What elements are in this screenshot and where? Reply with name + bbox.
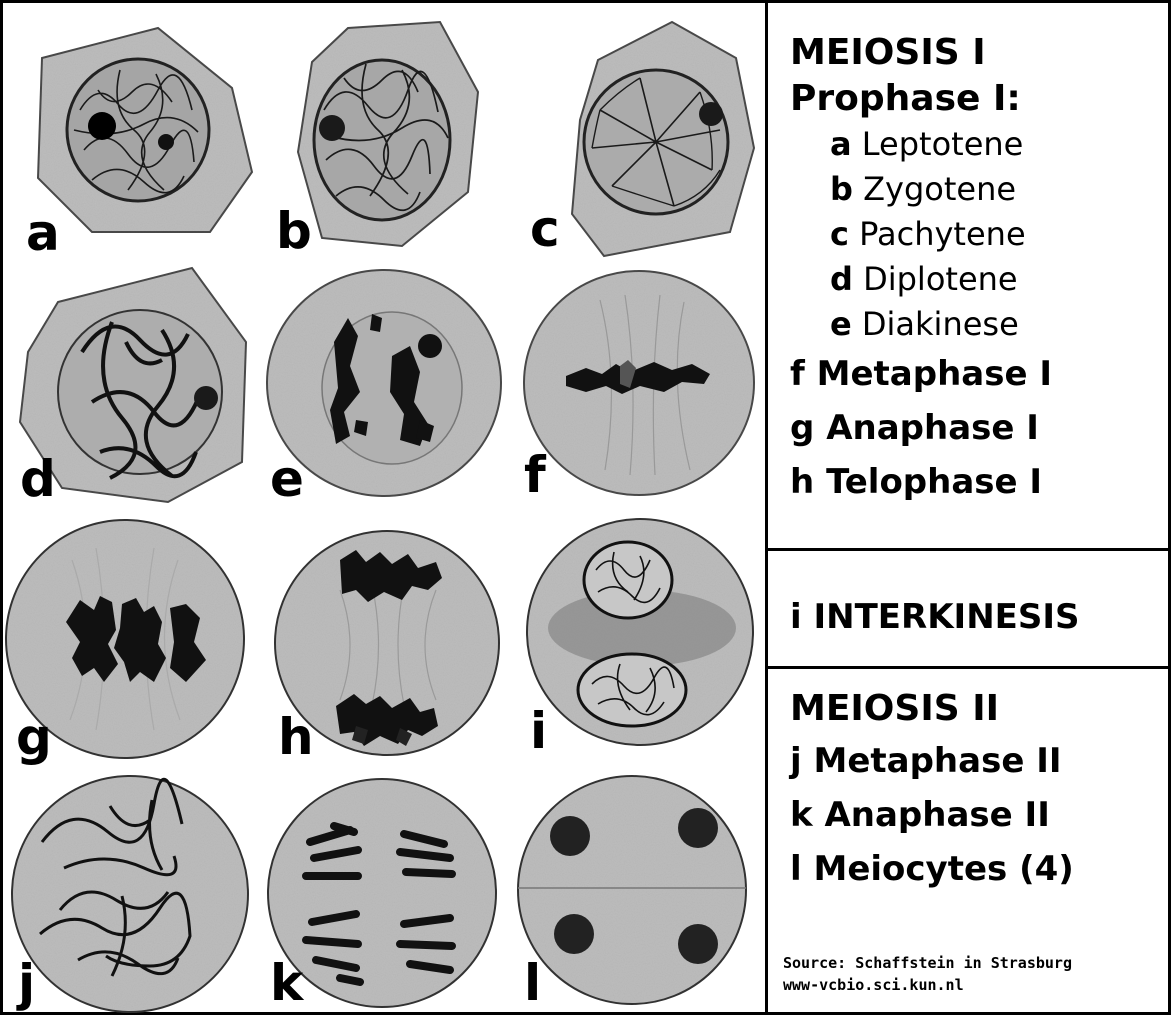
- cell-a-leptotene: [38, 28, 252, 232]
- legend-item-k: k Anaphase II: [790, 788, 1074, 842]
- panel-label-k: k: [270, 958, 303, 1008]
- panel-label-e: e: [270, 454, 304, 504]
- panel-label-d: d: [20, 454, 56, 504]
- panel-label-i: i: [530, 706, 547, 756]
- panel-label-b: b: [276, 206, 312, 256]
- cell-b-zygotene: [298, 22, 478, 246]
- legend-divider-lower: [765, 666, 1171, 669]
- panel-label-a: a: [26, 208, 60, 258]
- panel-label-j: j: [18, 958, 35, 1008]
- legend-stage-d: d Diplotene: [790, 257, 1052, 302]
- legend-divider-upper: [765, 548, 1171, 551]
- source-line-2: www-vcbio.sci.kun.nl: [783, 974, 1072, 996]
- legend-item-h: h Telophase I: [790, 455, 1052, 509]
- legend-meiosis-i-title: MEIOSIS I: [790, 30, 1052, 76]
- legend-item-g: g Anaphase I: [790, 401, 1052, 455]
- cell-f-metaphase-i: [524, 271, 754, 495]
- legend-item-f: f Metaphase I: [790, 347, 1052, 401]
- legend-stage-b: b Zygotene: [790, 167, 1052, 212]
- panel-label-f: f: [524, 450, 546, 500]
- panel-label-c: c: [530, 204, 560, 254]
- panel-label-g: g: [16, 712, 52, 762]
- legend-meiosis-i: MEIOSIS I Prophase I: a Leptotene b Zygo…: [790, 30, 1052, 509]
- legend-meiosis-ii-title: MEIOSIS II: [790, 684, 1074, 734]
- legend-item-i: i INTERKINESIS: [790, 590, 1080, 644]
- legend-stage-c: c Pachytene: [790, 212, 1052, 257]
- cell-j-metaphase-ii: [12, 776, 248, 1012]
- legend-prophase-title: Prophase I:: [790, 76, 1052, 122]
- legend-item-j: j Metaphase II: [790, 734, 1074, 788]
- source-credit: Source: Schaffstein in Strasburg www-vcb…: [783, 952, 1072, 996]
- legend-meiosis-ii: MEIOSIS II j Metaphase II k Anaphase II …: [790, 684, 1074, 896]
- cell-illustrations: [0, 0, 765, 1015]
- cell-l-meiocytes: [518, 776, 746, 1004]
- legend-interkinesis: i INTERKINESIS: [790, 590, 1080, 644]
- source-line-1: Source: Schaffstein in Strasburg: [783, 952, 1072, 974]
- panel-label-h: h: [278, 712, 314, 762]
- cell-c-pachytene: [572, 22, 754, 256]
- panel-label-l: l: [524, 958, 541, 1008]
- legend-stage-a: a Leptotene: [790, 122, 1052, 167]
- legend-stage-e: e Diakinese: [790, 302, 1052, 347]
- legend-divider-vertical: [765, 0, 768, 1015]
- legend-item-l: l Meiocytes (4): [790, 842, 1074, 896]
- cell-i-interkinesis: [527, 519, 753, 745]
